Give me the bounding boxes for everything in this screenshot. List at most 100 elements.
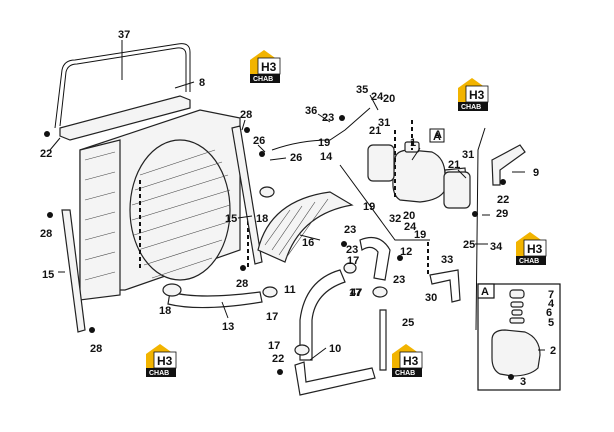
callout-label: 28 — [90, 343, 102, 355]
callout-label: 1 — [410, 137, 416, 149]
callout-label: 13 — [222, 321, 234, 333]
callout-label: 24 — [404, 221, 417, 233]
callout-label: 22 — [497, 194, 509, 206]
shroud-panel — [59, 95, 191, 141]
logo-brand-bottom: CHAB — [395, 370, 415, 377]
logo-brand-top: H3 — [403, 354, 419, 368]
fan-shroud-curved — [257, 191, 354, 263]
callout-label: 15 — [225, 213, 237, 225]
callout-label: 17 — [347, 255, 359, 267]
logo-brand-top: H3 — [157, 354, 173, 368]
callout-label: 15 — [42, 269, 54, 281]
radiator-fins — [84, 151, 116, 281]
callout-a-box — [429, 128, 445, 143]
callout-label: 35 — [356, 84, 368, 96]
fan-grille-slats — [131, 149, 231, 279]
pipe-33 — [429, 269, 461, 303]
callout-label: 21 — [369, 125, 381, 137]
callout-label: 25 — [402, 317, 414, 329]
callout-label: 23 — [346, 244, 358, 256]
callout-label: 28 — [240, 109, 252, 121]
lower-hose — [167, 291, 263, 309]
callout-label: 10 — [329, 343, 341, 355]
hose-clamps — [162, 186, 388, 356]
callout-label: 24 — [371, 91, 384, 103]
callout-label: 23 — [393, 274, 405, 286]
logo-brand-bottom: CHAB — [461, 104, 481, 111]
inset-a-box: A — [477, 283, 561, 391]
callout-label: 21 — [448, 159, 460, 171]
callout-label: 19 — [318, 137, 330, 149]
callout-label: 37 — [118, 29, 130, 41]
callout-label: 6 — [546, 307, 552, 319]
callout-label: 8 — [199, 77, 205, 89]
callout-label: 28 — [40, 228, 52, 240]
callout-label: 17 — [266, 311, 278, 323]
callout-a-label: A — [433, 131, 441, 143]
callout-label: 29 — [496, 208, 508, 220]
callout-label: 17 — [268, 340, 280, 352]
seal-frame — [54, 43, 191, 129]
callout-label: 22 — [40, 148, 52, 160]
callout-label: 26 — [290, 152, 302, 164]
callout-label: 12 — [400, 246, 412, 258]
callout-label: 30 — [425, 292, 437, 304]
callout-label: 16 — [302, 237, 314, 249]
logo-brand-top: H3 — [261, 60, 277, 74]
callout-label: 19 — [363, 201, 375, 213]
callout-label: 28 — [236, 278, 248, 290]
logo-brand-bottom: CHAB — [253, 76, 273, 83]
callout-label: 19 — [414, 229, 426, 241]
radiator-assembly — [79, 109, 249, 301]
callout-label: 34 — [490, 241, 503, 253]
callout-label: 47 — [350, 287, 362, 299]
callout-label: 23 — [344, 224, 356, 236]
bracket-left — [367, 144, 395, 182]
callout-label: 5 — [548, 317, 554, 329]
callout-label: 31 — [462, 149, 474, 161]
callout-label: 7 — [548, 289, 554, 301]
hose-bend — [294, 361, 376, 396]
callout-label: 18 — [159, 305, 171, 317]
callout-label: 18 — [256, 213, 268, 225]
side-brace-left — [61, 209, 86, 333]
logo-brand-bottom: CHAB — [519, 258, 539, 265]
leader-lines — [49, 40, 545, 361]
callout-label: 9 — [533, 167, 539, 179]
side-brace-right — [231, 125, 263, 265]
callout-label: 20 — [383, 93, 395, 105]
logo-brand-bottom: CHAB — [149, 370, 169, 377]
callout-label: A — [434, 129, 442, 141]
callout-label: 20 — [403, 210, 415, 222]
logo-brand-top: H3 — [527, 242, 543, 256]
callout-label: 36 — [305, 105, 317, 117]
pipe-right — [379, 309, 387, 371]
shroud-ribs — [264, 198, 329, 259]
callout-label: 3 — [520, 376, 526, 388]
fastener-bolts — [44, 115, 514, 380]
callout-label: 11 — [284, 284, 296, 296]
callout-label: 14 — [320, 151, 333, 163]
callout-label: 4 — [548, 298, 555, 310]
callout-label: 33 — [441, 254, 453, 266]
dipstick-rod — [475, 127, 486, 331]
callout-label: 2 — [550, 345, 556, 357]
inset-a-label: A — [481, 286, 489, 298]
callout-label: 26 — [253, 135, 265, 147]
callout-label: 17 — [349, 287, 361, 299]
callout-label: 23 — [322, 112, 334, 124]
callout-label: 31 — [378, 117, 390, 129]
top-pipe — [271, 107, 371, 151]
upper-hose — [359, 237, 391, 281]
bracket-right — [443, 171, 471, 209]
callout-label: 32 — [389, 213, 401, 225]
